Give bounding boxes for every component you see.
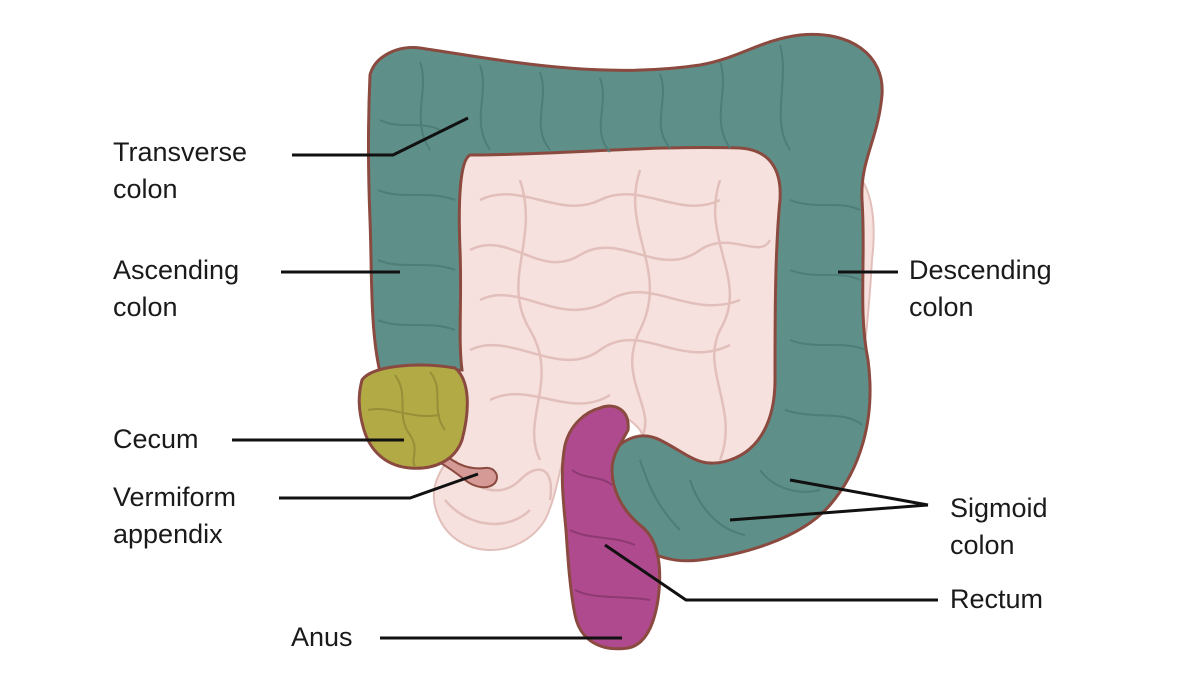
label-vermiform-appendix: Vermiform appendix [113, 479, 236, 553]
label-sigmoid-colon: Sigmoid colon [950, 490, 1048, 564]
leader-rectum [604, 543, 938, 602]
label-sigmoid-colon-line1: Sigmoid [950, 493, 1048, 523]
label-vermiform-appendix-line2: appendix [113, 519, 223, 549]
label-cecum: Cecum [113, 421, 199, 458]
label-transverse-colon-line1: Transverse [113, 137, 248, 167]
leader-sigmoid-colon-lower [729, 503, 929, 522]
label-sigmoid-colon-line2: colon [950, 530, 1015, 560]
label-rectum-line1: Rectum [950, 584, 1044, 614]
label-descending-colon: Descending colon [909, 252, 1052, 326]
cecum [357, 363, 469, 470]
label-rectum: Rectum [950, 581, 1043, 618]
leader-transverse-colon [292, 116, 469, 157]
label-vermiform-appendix-line1: Vermiform [113, 482, 237, 512]
leader-vermiform-appendix [279, 472, 479, 500]
leader-sigmoid-colon-upper [789, 478, 929, 507]
label-anus-line1: Anus [291, 622, 353, 652]
large-intestine-colon [367, 32, 884, 563]
label-transverse-colon-line2: colon [113, 174, 178, 204]
leader-lines [232, 116, 938, 640]
label-ascending-colon: Ascending colon [113, 252, 239, 326]
vermiform-appendix [433, 448, 498, 489]
rectum [560, 404, 662, 651]
label-cecum-line1: Cecum [113, 424, 199, 454]
label-anus: Anus [291, 619, 353, 656]
label-ascending-colon-line2: colon [113, 292, 178, 322]
label-descending-colon-line2: colon [909, 292, 974, 322]
label-transverse-colon: Transverse colon [113, 134, 247, 208]
label-descending-colon-line1: Descending [909, 255, 1052, 285]
label-ascending-colon-line1: Ascending [113, 255, 240, 285]
